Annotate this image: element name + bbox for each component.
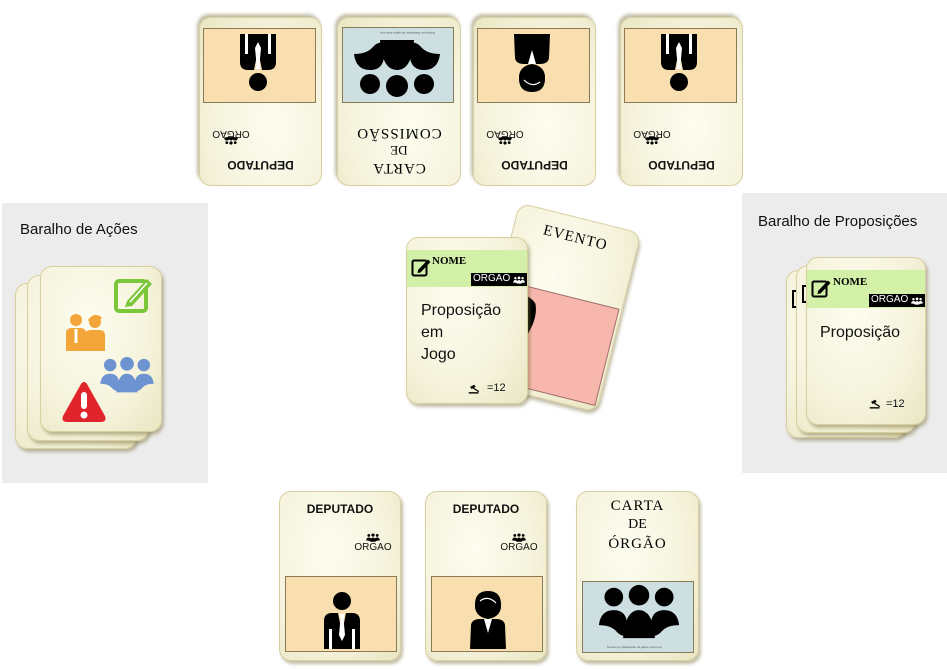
card-type-label: DEPUTADO	[452, 502, 520, 516]
proposal-body-line3: Jogo	[421, 346, 456, 363]
card-type-label: DEPUTADO	[227, 158, 294, 172]
card-portrait	[285, 576, 397, 652]
card-portrait	[477, 28, 590, 103]
card-title-line1: CARTA	[610, 498, 665, 514]
orgao-label: ORGAO	[500, 542, 538, 553]
edit-icon	[114, 279, 152, 313]
proposal-value: =12	[886, 398, 905, 410]
card-title-line1: CARTA	[372, 160, 426, 176]
player-card-orgao[interactable]: CARTA DE ÓRGÃO Ícones por Delapouite de …	[576, 491, 699, 661]
card-portrait: Ícones por Delapouite de game-icons.net	[582, 581, 694, 653]
gavel-icon	[468, 384, 482, 394]
action-deck-title: Baralho de Ações	[20, 221, 138, 238]
card-portrait: Ícones por Delapouite de game-icons.net	[342, 27, 454, 103]
orgao-icon	[366, 529, 380, 538]
card-type-label: DEPUTADO	[501, 158, 568, 172]
orgao-icon	[224, 140, 238, 149]
credits-fine-print: Ícones por Delapouite de game-icons.net	[607, 645, 662, 649]
card-type-label: DEPUTADO	[306, 502, 374, 516]
proposal-body-line2: em	[421, 324, 444, 341]
orgao-icon	[498, 140, 512, 149]
card-portrait	[431, 576, 543, 652]
proposal-orgao-label: ORGAO	[473, 273, 511, 284]
comissao-group-icon	[352, 38, 442, 98]
card-title-line2: DE	[628, 517, 647, 532]
proposal-value: =12	[487, 382, 506, 394]
orgao-label: ORGAO	[354, 542, 392, 553]
deputado-silhouette-icon	[312, 589, 372, 649]
deputada-silhouette-icon	[502, 34, 562, 94]
player-card-deputado[interactable]: DEPUTADO ORGAO	[279, 491, 401, 661]
card-title-line3: ÓRGÃO	[608, 536, 667, 552]
deputado-silhouette-icon	[228, 34, 288, 94]
orgao-label: ORGAO	[212, 128, 250, 139]
card-title-line3: COMISSÃO	[356, 125, 442, 141]
credits-fine-print: Ícones por Delapouite de game-icons.net	[380, 31, 435, 35]
orgao-icon	[911, 297, 923, 305]
card-type-label: DEPUTADO	[648, 158, 715, 172]
card-portrait	[624, 28, 737, 103]
orgao-label: ORGAO	[486, 128, 524, 139]
group-icon	[100, 356, 154, 393]
proposal-nome-label: NOME	[833, 276, 868, 288]
card-portrait	[203, 28, 316, 103]
people-talking-icon	[66, 314, 105, 351]
proposal-deck-area: Baralho de Proposições NOME ORGAO Propos…	[742, 193, 947, 473]
proposal-nome-label: NOME	[432, 255, 467, 267]
orgao-icon	[512, 529, 526, 538]
deputado-silhouette-icon	[649, 34, 709, 94]
gavel-icon	[869, 399, 883, 409]
action-deck-top-card[interactable]	[40, 266, 162, 432]
orgao-icon	[513, 276, 525, 284]
opponent-card-comissao[interactable]: CARTA DE COMISSÃO Ícones por Delapouite …	[337, 17, 461, 186]
orgao-group-icon	[597, 584, 681, 640]
player-card-deputada[interactable]: DEPUTADO ORGAO	[425, 491, 547, 661]
action-deck-area: Baralho de Ações	[2, 203, 208, 483]
edit-icon	[411, 257, 431, 277]
event-card-title: EVENTO	[541, 222, 610, 254]
proposal-deck-top-card[interactable]: NOME ORGAO Proposição =12	[806, 257, 926, 425]
opponent-card-deputado-1[interactable]: DEPUTADO ORGAO	[199, 17, 322, 186]
proposal-body-line1: Proposição	[421, 302, 502, 319]
proposal-deck-title: Baralho de Proposições	[758, 213, 918, 230]
orgao-icon	[645, 140, 659, 149]
orgao-label: ORGAO	[633, 128, 671, 139]
proposal-body-text: Proposição	[820, 324, 901, 341]
proposal-orgao-tag: ORGAO	[869, 294, 925, 307]
proposal-orgao-label: ORGAO	[871, 294, 909, 305]
opponent-card-deputado-3[interactable]: DEPUTADO ORGAO	[620, 17, 743, 186]
proposal-in-play-card[interactable]: NOME ORGAO Proposição em Jogo =12	[406, 237, 528, 404]
opponent-card-deputado-2[interactable]: DEPUTADO ORGAO	[473, 17, 596, 186]
warning-icon	[62, 382, 106, 422]
edit-icon	[811, 278, 831, 298]
card-title-line2: DE	[390, 143, 408, 158]
proposal-orgao-tag: ORGAO	[471, 273, 527, 286]
deputada-silhouette-icon	[458, 589, 518, 649]
